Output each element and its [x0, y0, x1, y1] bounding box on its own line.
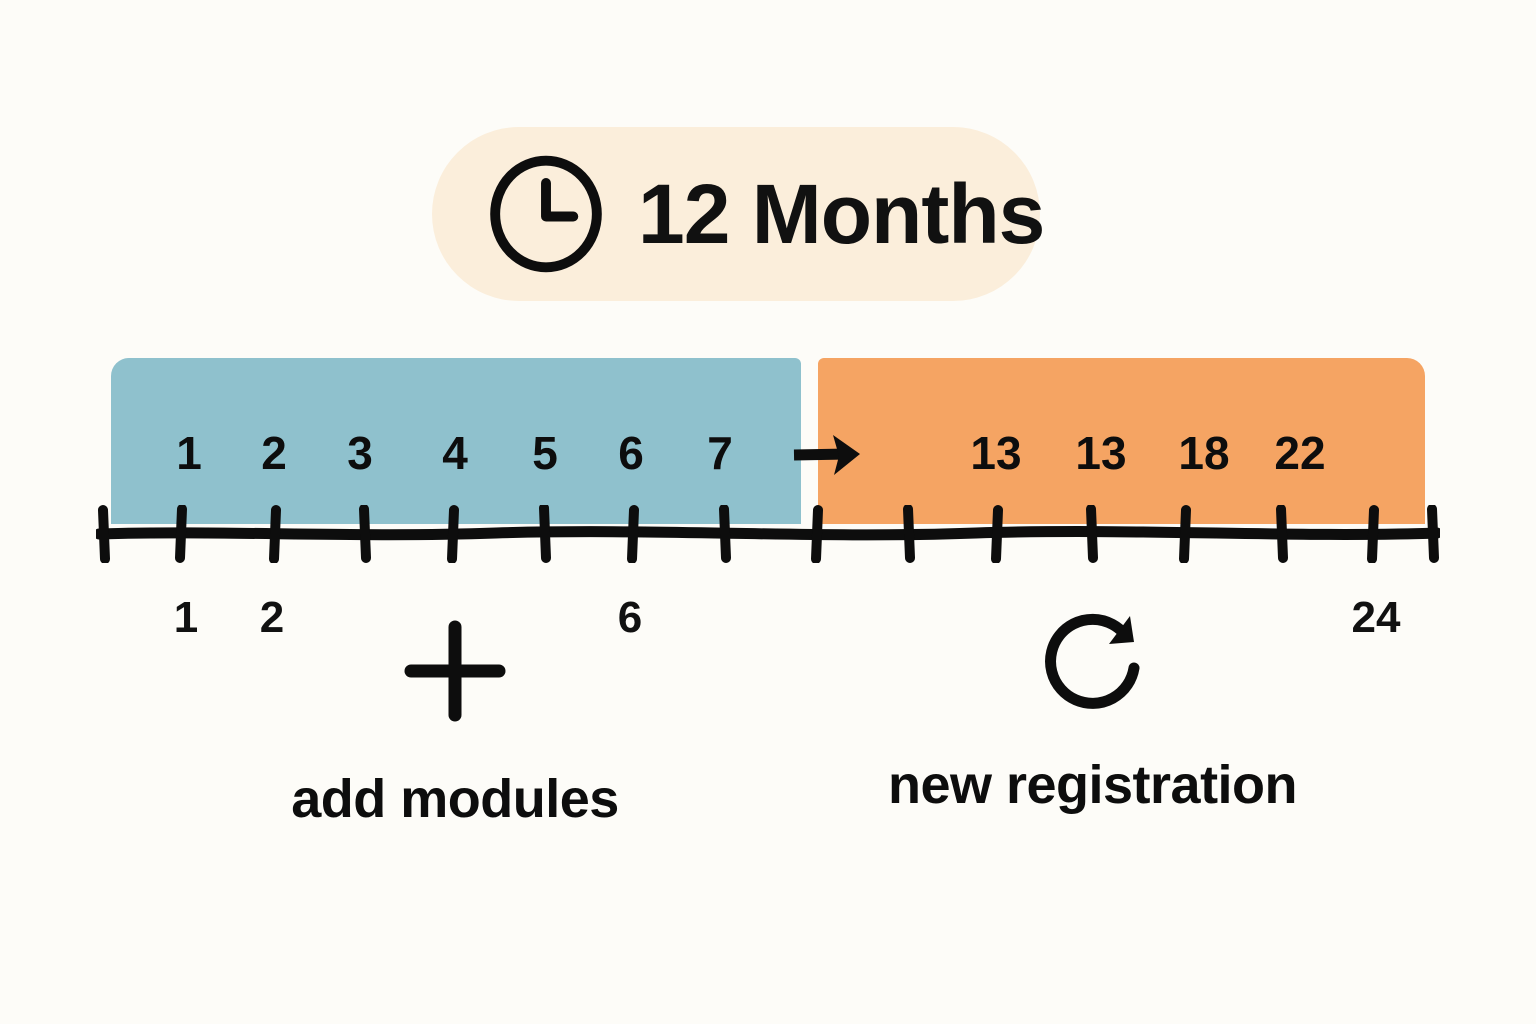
orange-bar-number: 18 — [1178, 427, 1230, 479]
blue-bar-number: 7 — [707, 427, 733, 479]
orange-bar-number-row: 13 13 18 22 — [818, 358, 1425, 524]
plus-icon-wrapper — [403, 612, 507, 730]
duration-badge: 12 Months — [432, 127, 1045, 301]
segment-bar-new-registration: 13 13 18 22 — [818, 358, 1425, 524]
arrow-right-icon — [793, 435, 860, 475]
annotation-new-registration: new registration — [820, 596, 1365, 812]
blue-bar-number: 6 — [618, 427, 644, 479]
annotation-new-registration-label: new registration — [887, 755, 1298, 815]
orange-bar-number: 13 — [1075, 427, 1127, 479]
annotation-add-modules: add modules — [245, 612, 665, 826]
orange-bar-number: 22 — [1274, 427, 1326, 479]
blue-bar-number: 4 — [442, 427, 468, 479]
clock-icon — [490, 155, 602, 273]
axis-tick-label: 6 — [617, 593, 643, 642]
axis-tick-label: 24 — [1351, 593, 1401, 642]
annotation-add-modules-label: add modules — [291, 769, 619, 829]
refresh-icon-wrapper — [1030, 596, 1156, 730]
orange-bar-number: 13 — [970, 427, 1022, 479]
blue-bar-number-row: 1 2 3 4 5 6 7 — [111, 358, 801, 524]
blue-bar-number: 2 — [261, 427, 287, 479]
segment-bar-add-modules: 1 2 3 4 5 6 7 — [111, 358, 801, 524]
timeline-axis — [96, 505, 1440, 563]
plus-icon — [404, 620, 506, 722]
axis-tick-label: 1 — [173, 593, 199, 642]
refresh-icon — [1044, 613, 1139, 709]
duration-badge-label: 12 Months — [638, 167, 1045, 261]
blue-bar-number: 1 — [176, 427, 202, 479]
axis-tick-label: 2 — [259, 593, 285, 642]
blue-bar-number: 3 — [347, 427, 373, 479]
blue-bar-number: 5 — [532, 427, 558, 479]
